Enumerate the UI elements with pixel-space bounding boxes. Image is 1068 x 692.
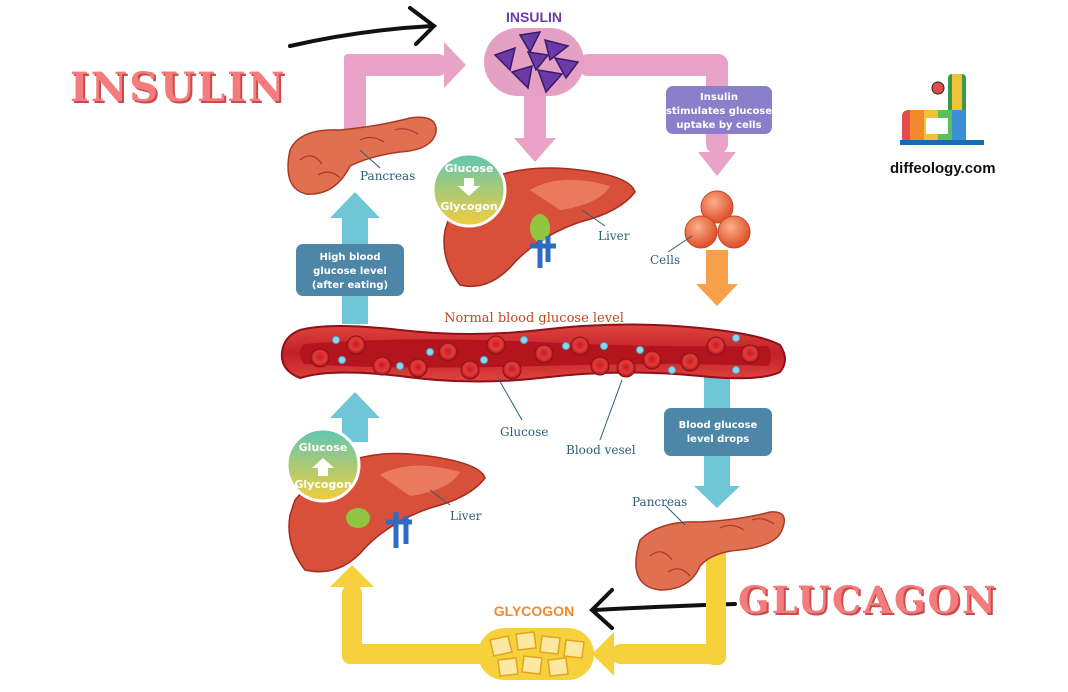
pancreas-bottom: [635, 504, 785, 591]
brand-name[interactable]: diffeology.com: [890, 160, 996, 177]
red-blood-cells: [310, 335, 760, 380]
insulin-title: INSULIN: [70, 64, 287, 111]
orange-arrow: [696, 250, 738, 306]
blood-vessel-label: Blood vesel: [566, 443, 636, 457]
high-blood-line-3: (after eating): [312, 280, 388, 291]
liver-bottom-label: Liver: [450, 509, 482, 523]
insulin-top-label: INSULIN: [506, 9, 562, 25]
insulin-stimulates-box: Insulin stimulates glucose uptake by cel…: [666, 86, 772, 134]
glucose-label: Glucose: [500, 425, 548, 439]
insulin-stimulates-line-2: stimulates glucose: [666, 106, 772, 117]
circle-bottom-bottom: Glycogon: [294, 478, 351, 491]
circle-bottom-top: Glucose: [299, 441, 348, 454]
insulin-molecules: [484, 28, 584, 96]
blood-drops-line-2: level drops: [687, 434, 750, 445]
up-arrow-icon: [312, 458, 334, 476]
insulin-stimulates-line-3: uptake by cells: [676, 120, 761, 131]
normal-level-label: Normal blood glucose level: [444, 311, 624, 326]
pancreas-top-label: Pancreas: [360, 169, 415, 183]
insulin-stimulates-line-1: Insulin: [700, 92, 738, 103]
pancreas-bottom-label: Pancreas: [632, 495, 687, 509]
liver-top-label: Liver: [598, 229, 630, 243]
high-blood-line-2: glucose level: [313, 266, 387, 277]
pancreas-top: [287, 116, 437, 195]
circle-top-from: Glucose: [445, 162, 494, 175]
glucose-to-glycogon-circle-top: Glucose Glycogon: [431, 152, 507, 228]
high-blood-line-1: High blood: [319, 252, 380, 263]
hand-arrow-top: [288, 6, 438, 48]
circle-top-to: Glycogon: [440, 200, 497, 213]
cells-cluster: [667, 190, 751, 253]
blood-drops-line-1: Blood glucose: [679, 420, 758, 431]
cells-label: Cells: [650, 253, 680, 267]
blood-vessel: [280, 323, 786, 441]
glucose-molecules: [332, 334, 740, 374]
diffeology-logo-icon: [900, 74, 984, 145]
blood-glucose-drops-box: Blood glucose level drops: [664, 408, 772, 456]
high-blood-glucose-box: High blood glucose level (after eating): [296, 244, 404, 296]
glucagon-title: GLUCAGON: [738, 578, 998, 622]
down-arrow-icon: [458, 178, 480, 196]
glucagon-pathway-arrows: [330, 545, 726, 676]
glycogon-to-glucose-circle-bottom: Glucose Glycogon: [285, 427, 361, 503]
glycogon-bottom-label: GLYCOGON: [494, 603, 574, 619]
glycogen-stores: [478, 628, 594, 680]
